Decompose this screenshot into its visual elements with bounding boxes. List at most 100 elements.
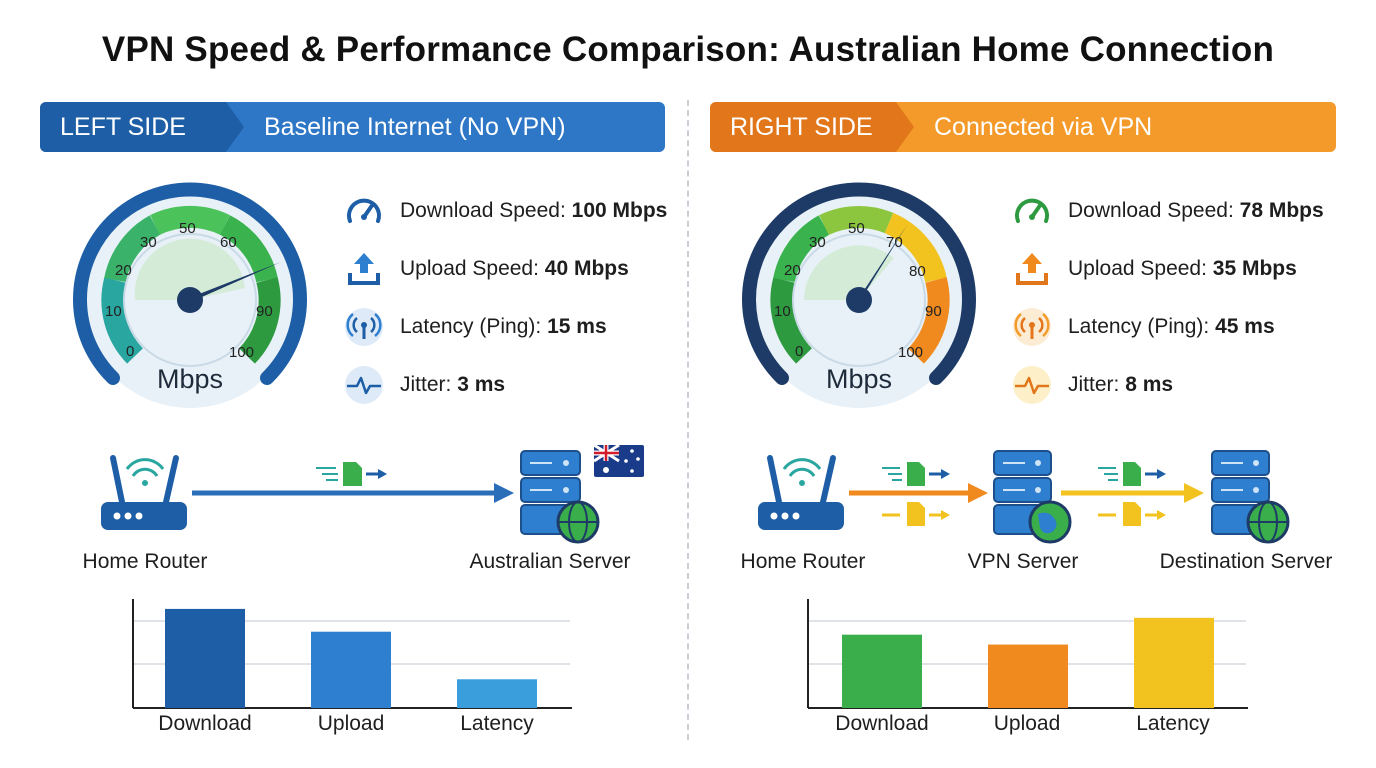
signal-icon — [1010, 305, 1054, 349]
gauge-tick-label: 10 — [774, 303, 791, 320]
metric-jitter: Jitter: 8 ms — [1010, 356, 1324, 414]
gauge-band — [104, 215, 161, 283]
right-banner-tag: RIGHT SIDE — [710, 102, 914, 152]
server-icon — [520, 450, 581, 535]
bar-download — [165, 608, 245, 708]
upload-icon — [342, 247, 386, 291]
gauge-tick-label: 50 — [848, 220, 865, 237]
data-packet-icon — [882, 502, 950, 526]
data-packet-icon — [1098, 502, 1166, 526]
data-packet-icon — [316, 462, 387, 486]
right-panel: RIGHT SIDE Connected via VPN 0 10 20 30 … — [688, 0, 1376, 768]
right-flow-graphic — [758, 450, 1290, 544]
data-packet-icon — [882, 462, 950, 486]
gauge-band — [819, 206, 894, 236]
gauge-tick-label: 10 — [105, 303, 122, 320]
metric-value: 15 ms — [547, 315, 607, 338]
gauge-tick-label: 20 — [115, 262, 132, 279]
gauge-tick-label: 90 — [925, 303, 942, 320]
bar-upload — [311, 631, 391, 708]
left-bar-chart-plot — [132, 599, 572, 709]
gauge-inner-ring — [792, 233, 926, 367]
page-title: VPN Speed & Performance Comparison: Aust… — [101, 30, 1275, 69]
gauge-band — [238, 277, 281, 364]
metric-value: 40 Mbps — [544, 257, 629, 280]
metric-label: Latency (Ping): — [400, 315, 542, 338]
signal-icon — [342, 305, 386, 349]
metric-label: Latency (Ping): — [1068, 315, 1210, 338]
gauge-tick-label: 0 — [126, 343, 134, 360]
left-banner: LEFT SIDE Baseline Internet (No VPN) — [40, 102, 665, 152]
gauge-inner-ring — [123, 233, 257, 367]
gauge-tick-label: 30 — [140, 234, 157, 251]
left-network-flow: Home Router Australian Server — [0, 440, 688, 590]
router-icon — [101, 455, 187, 530]
bar-upload — [988, 644, 1068, 708]
metric-download: Download Speed: 100 Mbps — [342, 182, 667, 240]
bar-label-upload: Upload — [317, 712, 385, 735]
gauge-band — [907, 277, 950, 364]
bar-latency — [457, 679, 537, 708]
router-icon — [758, 455, 844, 530]
gauge-unit: Mbps — [157, 364, 223, 394]
bar-latency — [1134, 617, 1214, 708]
metric-label: Upload Speed: — [1068, 257, 1207, 280]
arrow-head — [1184, 483, 1204, 503]
gauge-band — [770, 277, 813, 364]
metric-value: 100 Mbps — [571, 199, 668, 222]
metric-value: 78 Mbps — [1239, 199, 1324, 222]
gauge-tick-label: 60 — [220, 234, 237, 251]
right-bar-chart-plot — [807, 599, 1248, 709]
arrow-head — [494, 483, 514, 503]
speedometer-icon — [342, 189, 386, 233]
gauge-needle — [186, 262, 281, 304]
right-network-flow: Home Router VPN Server Destination Serve… — [688, 440, 1376, 590]
right-banner: RIGHT SIDE Connected via VPN — [710, 102, 1336, 152]
left-banner-tag: LEFT SIDE — [40, 102, 244, 152]
gauge-needle — [855, 225, 907, 304]
australia-flag-icon — [593, 443, 644, 477]
node-label-home-router: Home Router — [82, 550, 208, 573]
metric-download: Download Speed: 78 Mbps — [1010, 182, 1324, 240]
metric-latency: Latency (Ping): 45 ms — [1010, 298, 1324, 356]
pulse-icon — [342, 363, 386, 407]
metric-label: Download Speed: — [400, 199, 566, 222]
gauge-band — [884, 212, 947, 283]
metric-label: Upload Speed: — [400, 257, 539, 280]
bar-label-download: Download — [835, 712, 929, 735]
right-bar-chart: Download Upload Latency — [688, 595, 1376, 745]
speedometer-icon — [1010, 189, 1054, 233]
metric-value: 45 ms — [1215, 315, 1275, 338]
metric-value: 3 ms — [457, 373, 506, 396]
gauge-band — [150, 205, 230, 236]
left-metrics: Download Speed: 100 Mbps Upload Speed: 4… — [342, 182, 667, 414]
gauge-tick-label: 100 — [898, 344, 923, 361]
right-speed-gauge: 0 10 20 30 50 70 80 90 100 Mbps — [742, 182, 976, 408]
gauge-band — [101, 277, 144, 364]
metric-latency: Latency (Ping): 15 ms — [342, 298, 667, 356]
gauge-highlight — [134, 238, 245, 300]
gauge-band — [773, 215, 830, 283]
gauge-hub — [177, 287, 203, 313]
gauge-outer-ring — [742, 182, 976, 385]
left-bar-chart: Download Upload Latency — [0, 595, 688, 745]
bar-label-upload: Upload — [993, 712, 1061, 735]
right-metrics: Download Speed: 78 Mbps Upload Speed: 35… — [1010, 182, 1324, 414]
gauge-tick-label: 0 — [795, 343, 803, 360]
metric-jitter: Jitter: 3 ms — [342, 356, 667, 414]
panel-divider — [687, 100, 689, 740]
left-speed-gauge: 0 10 20 30 50 60 90 100 Mbps — [73, 182, 307, 408]
gauge-tick-label: 100 — [229, 344, 254, 361]
bar-label-download: Download — [158, 712, 252, 735]
node-label-australian-server: Australian Server — [469, 550, 631, 573]
upload-icon — [1010, 247, 1054, 291]
node-label-home-router: Home Router — [740, 550, 866, 573]
gauge-unit: Mbps — [826, 364, 892, 394]
globe-icon — [556, 500, 600, 544]
metric-value: 8 ms — [1125, 373, 1174, 396]
metric-value: 35 Mbps — [1212, 257, 1297, 280]
data-packet-icon — [1098, 462, 1166, 486]
gauge-tick-label: 50 — [179, 220, 196, 237]
bar-label-latency: Latency — [460, 712, 534, 735]
bar-download — [842, 634, 922, 708]
